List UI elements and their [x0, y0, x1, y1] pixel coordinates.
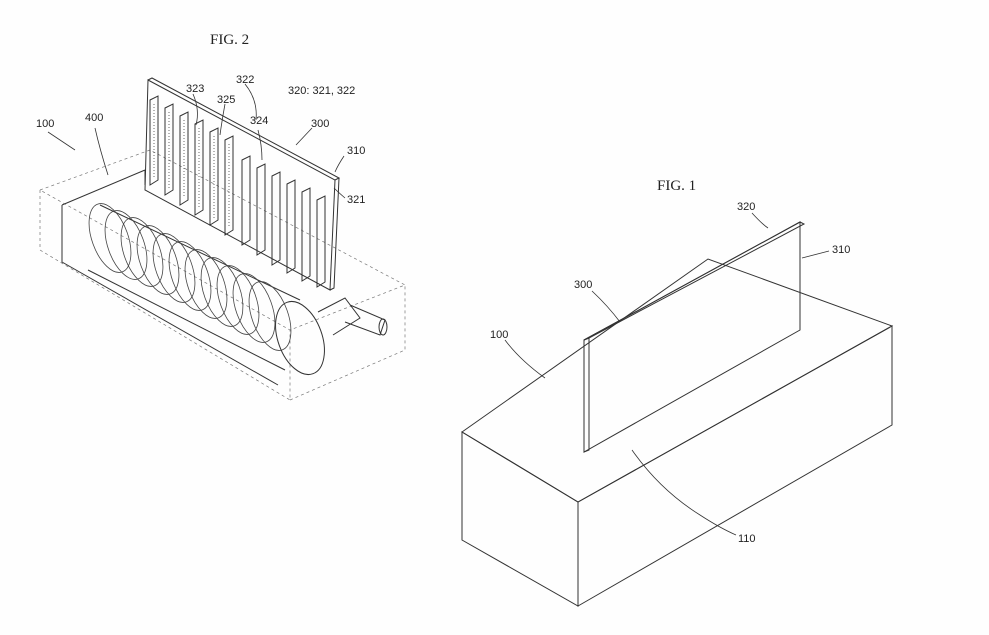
fig2-leaders	[47, 83, 346, 199]
fig2-housing	[39, 149, 406, 401]
fig2-label-321: 321	[347, 194, 365, 206]
fig2-label-310: 310	[347, 145, 365, 157]
fig2-label-100: 100	[36, 118, 54, 130]
fig2-drawing: FIG. 2	[36, 32, 406, 401]
fig2-label-324: 324	[250, 115, 268, 127]
fig2-roller-coil	[87, 203, 388, 375]
fig2-label-320-definition: 320: 321, 322	[288, 85, 355, 97]
fig2-fins-right	[241, 155, 326, 288]
fig2-label-400: 400	[85, 112, 103, 124]
fig1-drawing: FIG. 1 320 310 300 100 110	[461, 178, 894, 607]
fig1-base-block	[461, 258, 894, 607]
fig1-title: FIG. 1	[657, 178, 696, 194]
fig1-label-310: 310	[832, 244, 850, 256]
fig1-leaders	[504, 212, 830, 536]
fig1-label-300: 300	[574, 279, 592, 291]
fig1-label-320: 320	[737, 201, 755, 213]
fig1-label-110: 110	[738, 533, 756, 545]
fig2-label-325: 325	[217, 94, 235, 106]
fig1-label-100: 100	[490, 329, 508, 341]
fig2-label-322: 322	[236, 74, 254, 86]
fig2-fins-left	[149, 95, 234, 236]
fig2-plate	[144, 77, 341, 291]
fig1-panel	[583, 221, 806, 453]
fig2-label-300: 300	[311, 118, 329, 130]
fig2-title: FIG. 2	[210, 32, 249, 48]
fig2-label-323: 323	[186, 83, 204, 95]
